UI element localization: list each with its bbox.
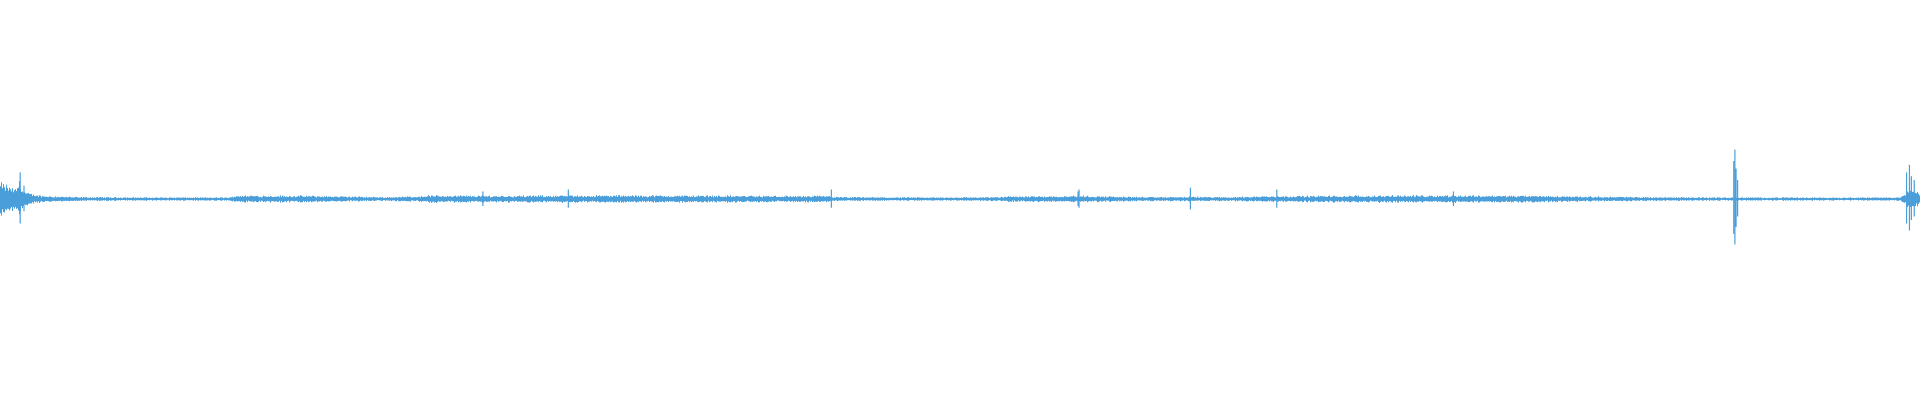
- waveform-amplitude-bars: [0, 181, 1920, 216]
- waveform-trace: [0, 149, 1920, 245]
